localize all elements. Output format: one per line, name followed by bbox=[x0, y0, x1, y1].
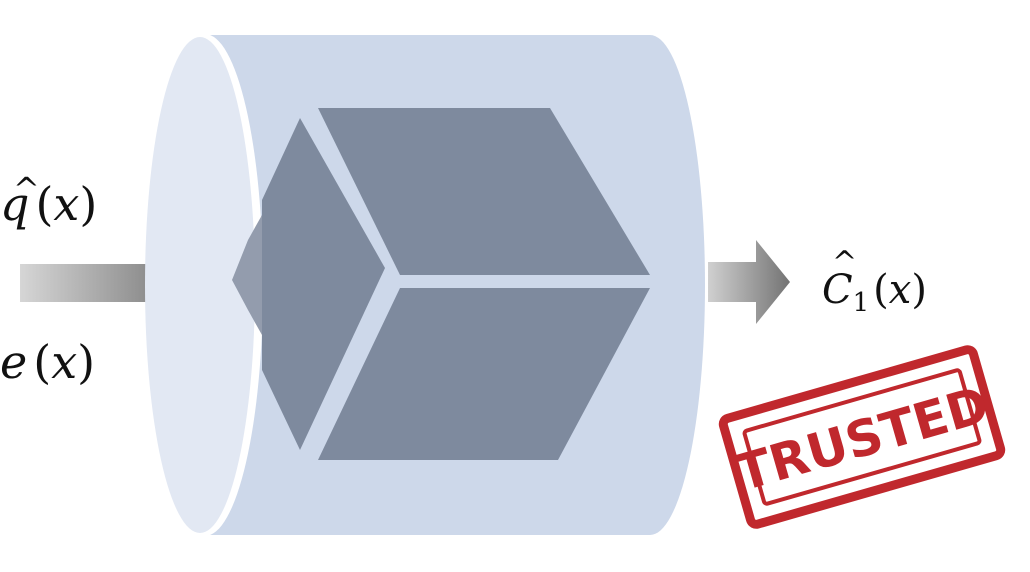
cube-top-face bbox=[318, 108, 650, 275]
input-arrow bbox=[20, 240, 190, 326]
cube-bottom-face bbox=[318, 288, 650, 460]
stamp-outer-border bbox=[718, 345, 1006, 529]
cube-icon bbox=[232, 108, 650, 460]
input-label-q: q(x) bbox=[0, 177, 97, 231]
output-label-c-hat: ^ bbox=[832, 245, 857, 280]
cube-left-sliver bbox=[232, 215, 262, 335]
input-label-e: e(x) bbox=[0, 335, 95, 389]
cylinder-front-face bbox=[145, 37, 255, 533]
output-arrow bbox=[708, 240, 790, 324]
stamp-inner-border bbox=[742, 368, 982, 506]
cube-left-face bbox=[262, 118, 385, 450]
output-label-c: C1(x) bbox=[822, 267, 927, 318]
input-label-q-hat: ^ bbox=[13, 170, 40, 208]
trusted-stamp: TRUSTED bbox=[718, 345, 1006, 529]
